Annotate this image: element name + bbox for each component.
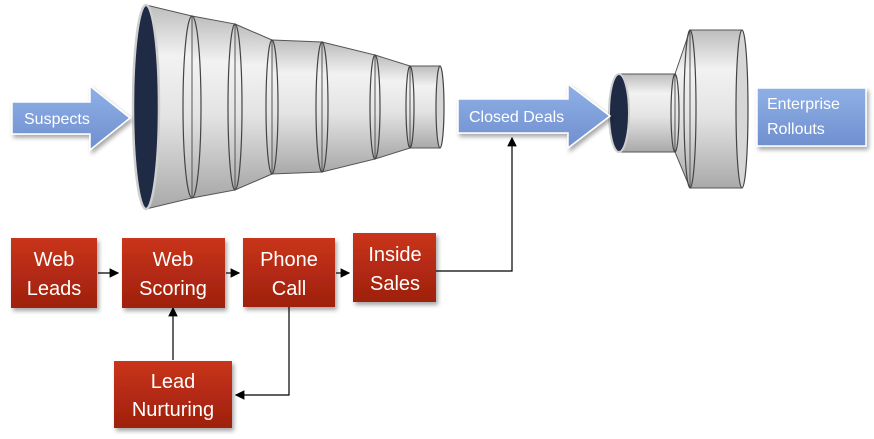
web-leads-line2: Leads — [27, 278, 82, 300]
lead-nurturing-line1: Lead — [151, 371, 196, 393]
inside-sales-box: Inside Sales — [353, 233, 436, 302]
web-scoring-box: Web Scoring — [122, 238, 225, 308]
process-connectors — [98, 136, 517, 400]
rollouts-label: Rollouts — [767, 121, 825, 138]
web-leads-line1: Web — [34, 249, 75, 271]
enterprise-label: Enterprise — [767, 96, 840, 113]
suspects-label: Suspects — [24, 111, 90, 128]
lead-nurturing-line2: Nurturing — [132, 399, 214, 421]
web-scoring-line2: Scoring — [139, 278, 207, 300]
funnel-opening — [131, 3, 161, 211]
expansion-funnel — [608, 29, 749, 189]
phone-call-box: Phone Call — [243, 238, 335, 307]
phone-call-line1: Phone — [260, 249, 318, 271]
inside-sales-line2: Sales — [370, 273, 420, 295]
web-scoring-line1: Web — [153, 249, 194, 271]
sales-funnel — [131, 3, 445, 211]
closed-deals-arrow: Closed Deals — [457, 82, 612, 150]
suspects-arrow: Suspects — [11, 84, 132, 152]
phone-call-line2: Call — [272, 278, 306, 300]
enterprise-rollouts-box: Enterprise Rollouts — [756, 87, 867, 147]
expansion-opening — [608, 73, 630, 153]
closed-deals-label: Closed Deals — [469, 109, 564, 126]
lead-nurturing-box: Lead Nurturing — [114, 361, 232, 428]
inside-sales-line1: Inside — [368, 244, 421, 266]
web-leads-box: Web Leads — [11, 238, 97, 308]
